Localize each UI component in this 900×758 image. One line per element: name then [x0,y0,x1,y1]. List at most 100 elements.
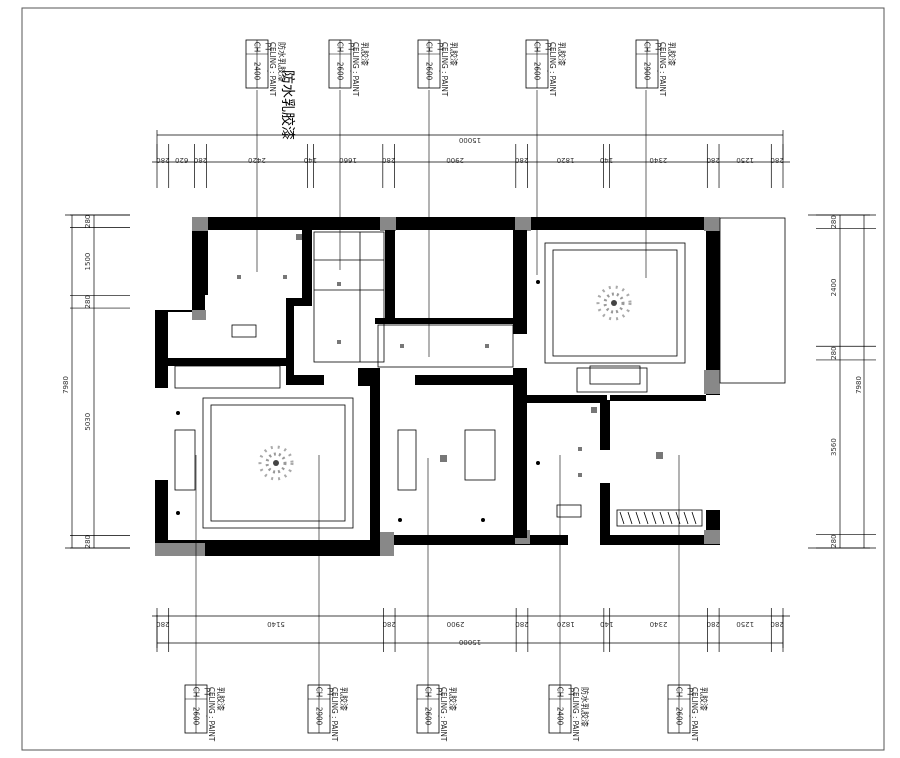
left-overall-dimension: 7980 [62,214,130,549]
tag-value: - [326,715,335,718]
interior-wall [286,375,324,385]
tag-value: - [347,70,356,73]
left-overall-dim-text: 7980 [62,376,70,394]
interior-wall [286,298,294,378]
tag-key: CH [425,42,434,52]
interior-wall [375,318,515,324]
cabinet [313,231,385,363]
floor-plan [155,217,786,556]
dimension-text: 5030 [84,413,92,431]
dimension-text: 280 [515,156,528,164]
dimension-text: 2900 [446,156,464,164]
interior-wall [385,230,395,320]
tag-key: PT [567,688,576,697]
dimension-text: 280 [830,534,838,547]
column [192,217,208,231]
dimension-text: 280 [382,156,395,164]
tag-value: 2900 [315,707,324,726]
interior-wall [370,368,380,540]
dimension-text: 1250 [736,156,754,164]
right-overall-dim-text: 7980 [855,376,863,394]
chandelier-icon [258,445,294,481]
interior-wall [600,483,610,538]
tag-material-text: 乳胶漆 [216,687,226,711]
outer-walls [155,217,720,556]
tv-unit [576,367,648,393]
side-panel [397,429,417,491]
tag-key: PT [326,688,335,697]
column [380,217,396,231]
tag-value: 2400 [253,62,262,81]
tag-value: 2600 [192,707,201,726]
dimension-text: 280 [156,156,169,164]
tag-material-text: 乳胶漆 [339,687,349,711]
tag-ceiling-text: CELING : PAINT [351,42,360,97]
tag-key: PT [436,43,445,52]
tag-value: - [203,715,212,718]
interior-wall [415,375,515,385]
dimension-text: 280 [84,535,92,548]
tag-value: 2600 [533,62,542,81]
master-ceiling-outer [544,242,686,364]
column [704,370,720,394]
dimension-text: 5140 [267,620,285,628]
tag-material-text: 乳胶漆 [360,42,370,66]
tag-value: - [654,70,663,73]
side-panel [174,429,196,491]
dimension-text: 280 [770,620,783,628]
left-segment-dimensions: 280 1500 280 5030 280 [70,215,130,548]
dimension-text: 1660 [339,156,357,164]
tag-key: CH [253,42,262,52]
tag-key: CH [336,42,345,52]
dimension-text: 2340 [650,620,668,628]
tag-material-text: 防水乳胶漆 [277,42,287,82]
tag-material-text: 乳胶漆 [449,42,459,66]
tag-ceiling-text: CELING : PAINT [439,687,448,742]
tag-value: - [686,715,695,718]
dimension-text: 280 [156,620,169,628]
tag-value: 2900 [643,62,652,81]
bedroom-ceiling-outer [202,397,354,529]
tag-material-text: 乳胶漆 [557,42,567,66]
tag-ceiling-text: CELING : PAINT [548,42,557,97]
interior-wall [302,230,312,298]
tag-value: 2400 [556,707,565,726]
bottom-overall-dimension: 15000 [156,615,784,648]
tag-value: 2600 [424,707,433,726]
tag-value: 2600 [425,62,434,81]
tag-key: PT [435,688,444,697]
dimension-text: 280 [830,346,838,359]
tag-ceiling-text: CELING : PAINT [658,42,667,97]
dimension-text: 140 [304,156,317,164]
dimension-text: 280 [84,215,92,228]
column [380,532,394,556]
dimension-text: 280 [84,295,92,308]
corridor-ceiling [377,324,514,368]
tag-ceiling-text: CELING : PAINT [330,687,339,742]
tag-material-text: 乳胶漆 [699,687,709,711]
tag-key: CH [556,687,565,697]
column [704,530,720,544]
dimension-text: 280 [707,620,720,628]
dimension-text: 140 [600,156,613,164]
tag-value: 2600 [336,62,345,81]
dimension-text: 280 [515,620,528,628]
balcony-outline [719,217,786,384]
tag-key: PT [686,688,695,697]
dimension-text: 1820 [557,156,575,164]
dimension-text: 1500 [84,253,92,271]
tag-key: PT [654,43,663,52]
leader-lines-bottom [195,455,680,685]
tag-key: CH [533,42,542,52]
interior-wall [286,298,312,306]
tag-value: - [264,70,273,73]
dimension-text: 2400 [830,279,838,297]
